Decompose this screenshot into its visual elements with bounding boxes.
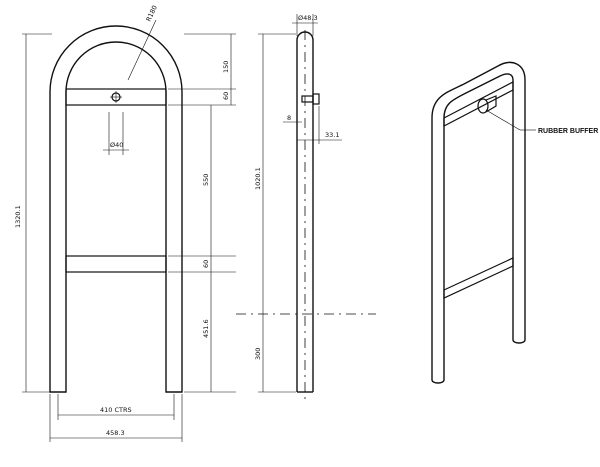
dim-top-label: 150 <box>222 61 230 73</box>
dim-ctrs-label: 410 CTRS <box>100 406 132 414</box>
dim-width-label: 458.3 <box>106 429 125 437</box>
side-buffer <box>312 93 320 105</box>
front-view: R180 Ø40 1320.1 150 60 550 60 451.6 410 … <box>14 4 236 442</box>
front-lower-crossbar <box>65 255 167 273</box>
front-upper-crossbar <box>65 88 167 106</box>
offset-dim-label: 33.1 <box>325 131 339 139</box>
hole-diameter-label: Ø40 <box>110 141 123 149</box>
buffer-callout-label: RUBBER BUFFER <box>538 128 598 135</box>
iso-top-bend <box>431 61 526 119</box>
front-tube-outer <box>49 25 183 393</box>
buffer-leader <box>485 109 521 131</box>
radius-label: R180 <box>145 4 159 23</box>
iso-view: RUBBER BUFFER <box>431 61 598 384</box>
height-above-ground-label: 1020.1 <box>254 167 262 190</box>
side-view: Ø48.3 8 33.1 1020.1 300 <box>236 14 376 400</box>
dim-bar-upper-label: 60 <box>222 92 230 100</box>
overall-height-label: 1320.1 <box>14 205 22 228</box>
dim-upper-span-label: 550 <box>202 174 210 186</box>
embed-depth-label: 300 <box>254 348 262 360</box>
side-plate <box>301 95 314 103</box>
iso-upper-crossbar <box>443 81 514 127</box>
iso-back-leg <box>512 80 526 344</box>
iso-lower-crossbar <box>443 257 514 299</box>
iso-rubber-buffer <box>477 98 489 114</box>
tube-diameter-label: Ø48.3 <box>298 14 318 22</box>
radius-leader <box>127 19 157 81</box>
plate-dim-label: 8 <box>287 114 291 122</box>
dim-bar-lower-label: 60 <box>202 260 210 268</box>
dim-lower-span-label: 451.6 <box>202 319 210 338</box>
iso-front-leg <box>431 118 445 384</box>
